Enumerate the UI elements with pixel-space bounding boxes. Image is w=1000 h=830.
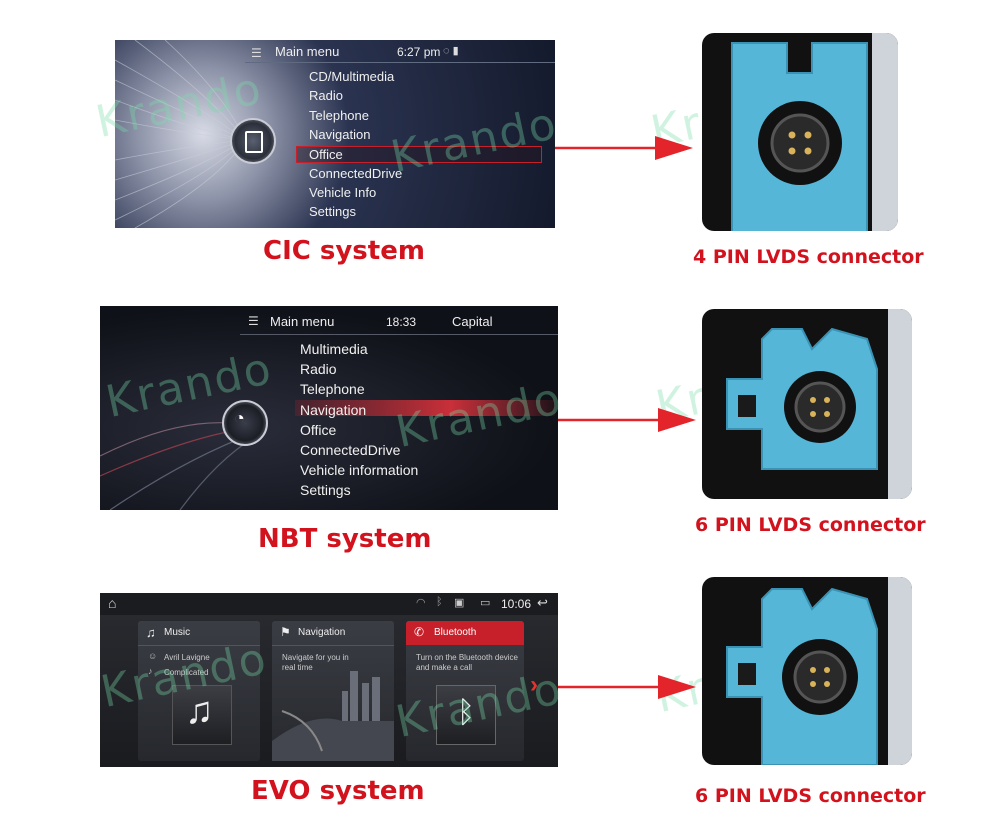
menu-item[interactable]: Vehicle Info [309,184,377,200]
connector-6pin-photo-2 [702,577,912,765]
menu-icon: ☰ [251,46,262,60]
arrow-cic [555,136,693,160]
menu-item[interactable]: Radio [309,88,343,104]
connector-4pin-label: 4 PIN LVDS connector [693,246,924,268]
menu-item[interactable]: ConnectedDrive [300,442,401,458]
controller-knob[interactable]: ◔ [222,400,268,446]
nbt-caption: NBT system [258,524,432,554]
evo-screen: ⌂ ◠ ᛒ ▣ ▭ 10:06 ↩ ♫ Music ☺ Avril Lavign… [100,593,558,767]
menu-item[interactable]: Settings [300,482,351,499]
menu-icon: ☰ [248,314,259,328]
header-divider [240,334,558,335]
home-icon[interactable]: ⌂ [108,595,117,611]
header-location: Capital [452,314,493,329]
bluetooth-status-icon: ᛒ [436,596,443,608]
navigation-tile-title: Navigation [298,627,346,638]
media-icon: ▣ [454,597,465,609]
next-page-chevron-icon[interactable]: › [530,671,538,698]
cic-caption: CIC system [263,236,425,266]
music-large-icon: ♫ [185,690,214,732]
bluetooth-tile-title: Bluetooth [434,627,477,638]
evo-caption: EVO system [251,776,425,806]
tile-divider [272,645,394,646]
artist-icon: ☺ [148,651,158,661]
bluetooth-tile-header [406,621,524,645]
music-artist: Avril Lavigne [164,653,210,662]
connector-6pin-label-2: 6 PIN LVDS connector [695,785,926,807]
music-song: Complicated [164,668,209,677]
navigation-desc: Navigate for you in real time [282,653,349,672]
connector-6pin-graphic [726,577,912,765]
arrow-nbt [558,408,696,432]
connector-6pin-label-1: 6 PIN LVDS connector [695,514,926,536]
bluetooth-desc: Turn on the Bluetooth device and make a … [416,653,518,672]
header-title: Main menu [275,44,340,59]
tile-divider [138,645,260,646]
menu-item[interactable]: Navigation [309,126,371,142]
status-time: 10:06 [501,597,532,611]
controller-knob[interactable] [230,118,276,164]
menu-item[interactable]: Settings [309,204,356,220]
connector-4pin-photo [702,33,898,231]
bluetooth-tile[interactable]: ✆ Bluetooth Turn on the Bluetooth device… [406,621,524,761]
menu-item[interactable]: Telephone [300,381,365,398]
menu-item-selected[interactable]: Office [296,146,542,164]
album-art: ♫ [172,685,232,745]
header-time: 6:27 pm [397,45,441,59]
menu-item[interactable]: Telephone [309,107,369,123]
music-note-icon: ♫ [146,625,156,640]
signal-icon: ◌ ▮ [443,45,459,57]
navigation-flag-icon: ⚑ [280,625,291,639]
header-title: Main menu [270,314,335,329]
menu-item[interactable]: Office [300,421,337,438]
navigation-icon: ◔ [234,408,245,428]
music-tile[interactable]: ♫ Music ☺ Avril Lavigne ♪ Complicated ♫ [138,621,260,761]
nav-highlight [295,400,555,416]
header-time: 18:33 [386,315,417,329]
status-bar [100,593,558,615]
window-icon: ▭ [480,597,491,609]
back-icon[interactable]: ↩ [537,595,548,610]
song-icon: ♪ [148,666,153,676]
menu-item[interactable]: Navigation [300,401,367,418]
navigation-tile[interactable]: ⚑ Navigation Navigate for you in real ti… [272,621,394,761]
menu-item[interactable]: Vehicle information [300,462,419,479]
header-divider [245,62,555,63]
menu-item[interactable]: Multimedia [300,341,368,357]
arrow-evo [558,675,696,699]
wifi-icon: ◠ [416,597,426,609]
menu-item[interactable]: CD/Multimedia [309,69,395,84]
menu-item[interactable]: ConnectedDrive [309,165,403,181]
connector-4pin-graphic [731,33,898,231]
office-icon [245,131,263,153]
bluetooth-large-icon: ᛒ [457,696,475,729]
connector-6pin-photo-1 [702,309,912,499]
music-tile-title: Music [164,627,191,638]
bluetooth-button[interactable]: ᛒ [436,685,496,745]
city-graphic [272,671,394,761]
phone-icon: ✆ [414,625,425,639]
connector-6pin-graphic [726,309,912,499]
menu-item[interactable]: Radio [300,361,337,378]
